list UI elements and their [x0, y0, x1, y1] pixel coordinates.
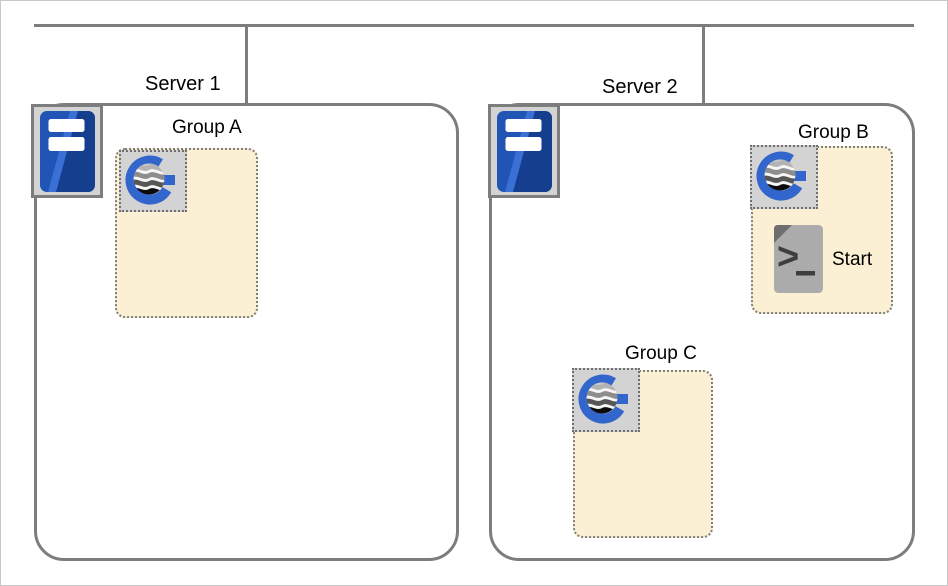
- server-1-icon[interactable]: [31, 104, 103, 198]
- server-2-connector-line: [702, 24, 705, 104]
- group-logo-icon: [121, 152, 185, 210]
- server-tower-icon: [491, 107, 557, 195]
- network-bus-line: [34, 24, 914, 27]
- group-b-label: Group B: [798, 122, 869, 143]
- server-1-label: Server 1: [145, 73, 221, 95]
- group-logo-icon: [574, 371, 638, 429]
- group-c-label: Group C: [625, 343, 697, 364]
- group-a-label: Group A: [172, 117, 242, 138]
- server-tower-icon: [34, 107, 100, 195]
- server-1-connector-line: [245, 24, 248, 104]
- group-b-icon[interactable]: [750, 145, 818, 209]
- group-a-icon[interactable]: [119, 150, 187, 212]
- group-logo-icon: [752, 148, 816, 206]
- server-2-icon[interactable]: [488, 104, 560, 198]
- start-item-label: Start: [832, 249, 873, 270]
- group-c-icon[interactable]: [572, 368, 640, 432]
- start-item-script-icon[interactable]: [774, 225, 823, 293]
- server-2-label: Server 2: [602, 76, 678, 98]
